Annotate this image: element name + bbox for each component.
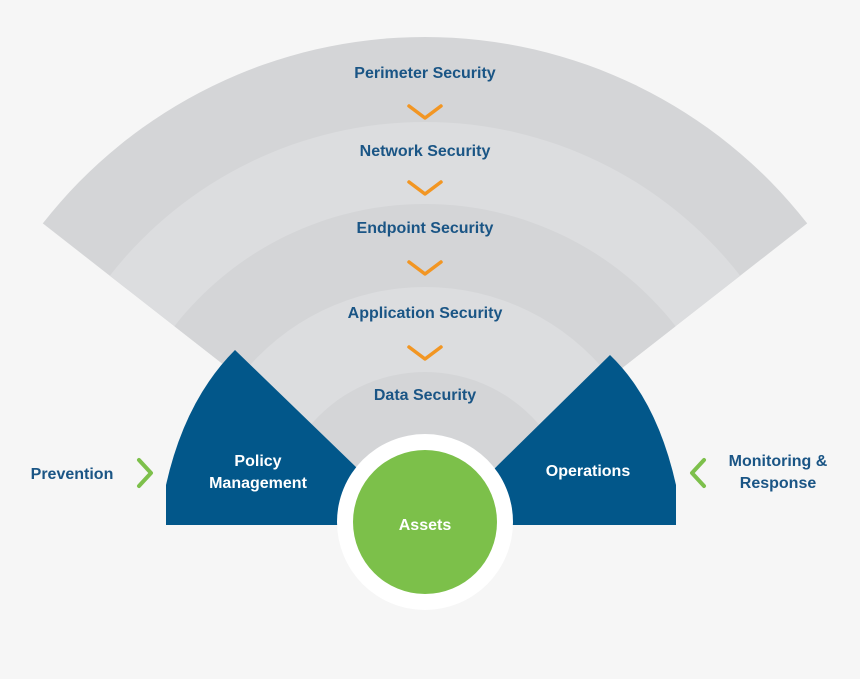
chevron-down-icon	[407, 260, 443, 276]
layer-labels: Perimeter Security Network Security Endp…	[348, 65, 503, 404]
layer-arrows	[407, 104, 443, 361]
layer-label-data: Data Security	[374, 387, 476, 404]
assets-core	[353, 450, 497, 594]
monitoring-response-label-line2: Response	[740, 475, 817, 492]
layer-label-application: Application Security	[348, 305, 503, 322]
prevention-label: Prevention	[31, 466, 114, 483]
operations-panel	[493, 355, 676, 525]
operations-label: Operations	[546, 463, 631, 480]
policy-management-panel	[166, 350, 357, 525]
security-layers	[42, 36, 808, 523]
policy-management-label-line2: Management	[209, 475, 307, 492]
chevron-right-icon	[137, 458, 153, 488]
layer-label-endpoint: Endpoint Security	[357, 220, 494, 237]
layer-label-perimeter: Perimeter Security	[354, 65, 496, 82]
assets-label: Assets	[399, 517, 452, 534]
chevron-down-icon	[407, 180, 443, 196]
chevron-down-icon	[407, 345, 443, 361]
layer-label-network: Network Security	[360, 143, 491, 160]
chevron-down-icon	[407, 104, 443, 120]
monitoring-response-label-line1: Monitoring &	[729, 453, 828, 470]
policy-management-label-line1: Policy	[234, 453, 281, 470]
chevron-left-icon	[690, 458, 706, 488]
